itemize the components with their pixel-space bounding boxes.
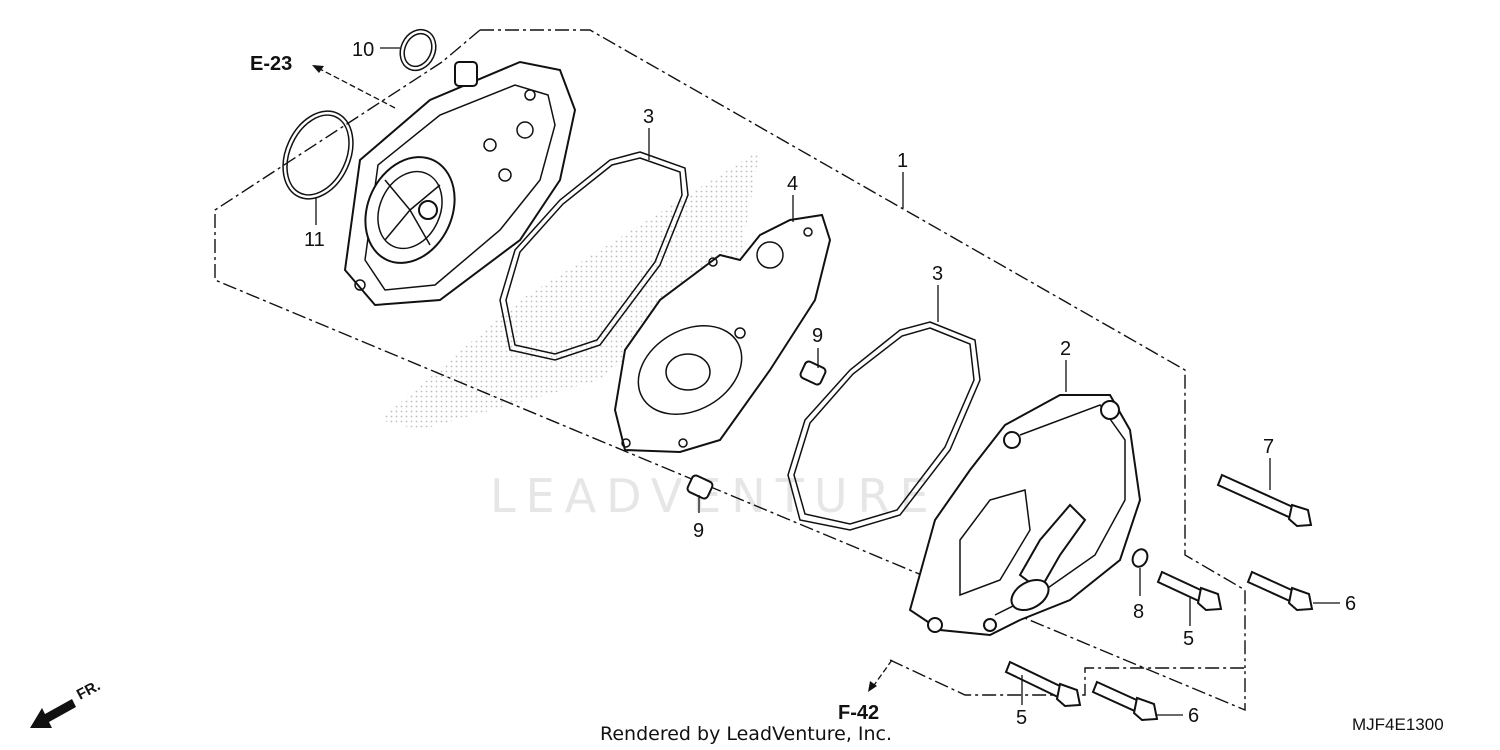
callout-2: 2 <box>1060 338 1071 360</box>
diagram-code: MJF4E1300 <box>1352 715 1444 734</box>
gasket-3-left <box>499 151 689 361</box>
bolt-6-lower <box>1091 680 1159 722</box>
watermark-text: LEADVENTURE <box>490 469 939 523</box>
callout-8: 8 <box>1133 601 1144 623</box>
front-label: FR. <box>74 677 103 703</box>
gasket-plate-4 <box>613 213 832 454</box>
callout-3-right: 3 <box>932 263 943 285</box>
callout-7: 7 <box>1263 436 1274 458</box>
callout-9-lower: 9 <box>693 520 704 542</box>
pump-cover-2 <box>908 394 1142 637</box>
pump-body <box>343 60 577 307</box>
callout-1: 1 <box>897 150 908 172</box>
o-ring-11 <box>282 110 354 200</box>
washer-8 <box>1131 548 1149 568</box>
bolt-6-upper <box>1246 570 1314 612</box>
bolt-7 <box>1216 473 1313 528</box>
watermark: LEADVENTURE <box>380 150 939 523</box>
callout-9-upper: 9 <box>812 325 823 347</box>
dowel-pin-9-lower <box>686 474 714 500</box>
ref-label-e23: E-23 <box>250 53 292 75</box>
leader-lines <box>315 47 1340 716</box>
callout-5-lower: 5 <box>1016 707 1027 729</box>
callout-3-left: 3 <box>643 106 654 128</box>
callout-4: 4 <box>787 173 798 195</box>
bolt-5-upper <box>1156 570 1223 612</box>
bolt-5-lower <box>1004 660 1082 708</box>
o-ring-10 <box>399 28 437 72</box>
callout-11: 11 <box>304 229 325 251</box>
callout-5-upper: 5 <box>1183 628 1194 650</box>
ref-arrow-e23 <box>312 65 396 109</box>
gasket-3-right <box>787 321 981 531</box>
assembly-outline <box>214 29 1246 712</box>
ref-label-f42: F-42 <box>838 702 879 724</box>
rendered-by-footer: Rendered by LeadVenture, Inc. <box>600 723 892 745</box>
front-direction-indicator: FR. <box>30 677 103 728</box>
callout-6-upper: 6 <box>1345 593 1356 615</box>
dowel-pin-9-upper <box>799 360 827 386</box>
ref-arrow-f42 <box>868 659 893 692</box>
callout-6-lower: 6 <box>1188 705 1199 727</box>
callout-10: 10 <box>352 39 374 61</box>
